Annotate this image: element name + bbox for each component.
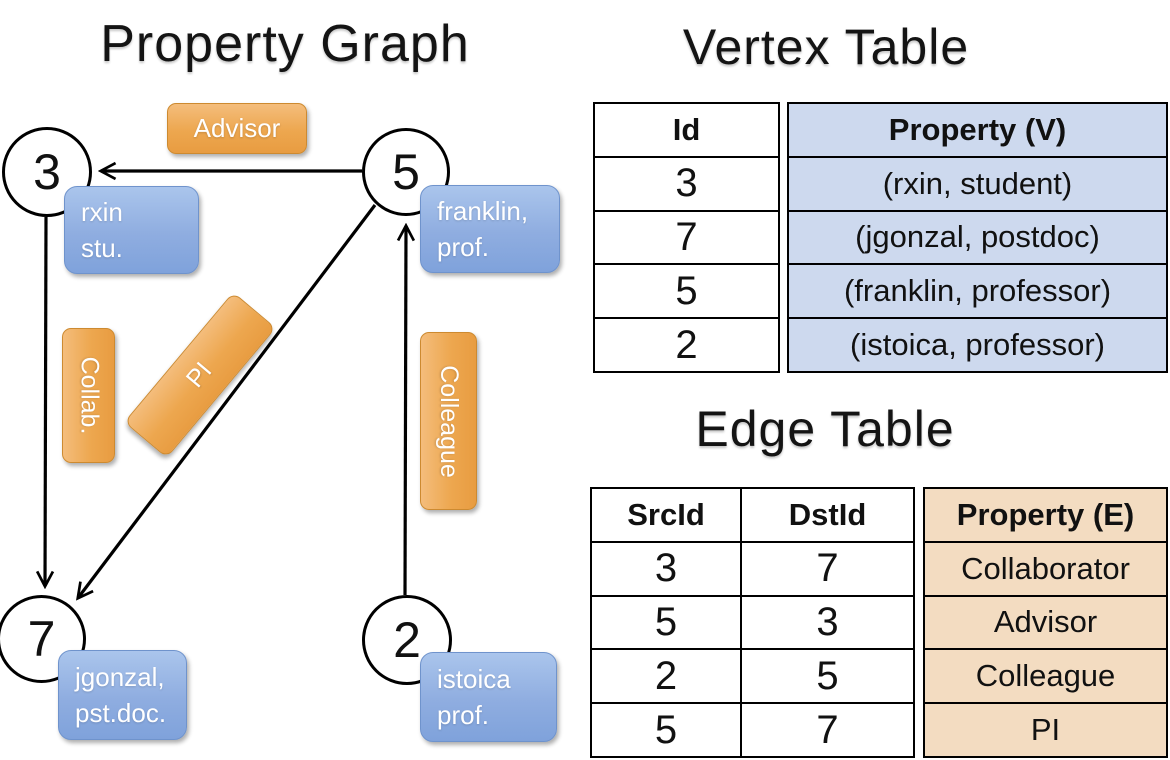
table-row: 3: [595, 155, 778, 210]
edge-label-advisor: Advisor: [167, 103, 307, 154]
table-row: (rxin, student): [789, 155, 1166, 210]
edge-label-pi: PI: [123, 291, 277, 459]
vertex-property-cell: (jgonzal, postdoc): [855, 219, 1100, 255]
table-row: 2 5: [592, 648, 913, 703]
vertex-id-label: 5: [392, 144, 420, 200]
vertex-property-line: pst.doc.: [75, 698, 167, 728]
edge-table-srcid-header: SrcId: [592, 489, 742, 541]
vertex-property-line: rxin: [81, 196, 123, 227]
edge-table-property-header: Property (E): [956, 496, 1135, 532]
table-row: (franklin, professor): [789, 263, 1166, 317]
edge-srcid-cell: 5: [592, 704, 742, 756]
vertex-property-cell: (istoica, professor): [850, 327, 1105, 363]
vertex-id-label: 2: [393, 612, 421, 668]
edge-label-text: Colleague: [435, 364, 463, 478]
table-row: 5 3: [592, 594, 913, 649]
edge-arrow-3-to-7: [45, 216, 46, 586]
edge-dstid-cell: 7: [816, 707, 839, 752]
vertex-property-line: jgonzal,: [75, 661, 165, 692]
table-row: Colleague: [925, 648, 1166, 702]
vertex-property-line: prof.: [437, 700, 490, 730]
vertex-id-label: 7: [27, 611, 56, 667]
vertex-id-cell: 5: [675, 268, 698, 313]
edge-label-text: Collab.: [75, 356, 104, 435]
vertex-id-cell: 2: [675, 322, 698, 367]
edge-table-title: Edge Table: [695, 401, 955, 457]
vertex-id-cell: 7: [675, 214, 698, 259]
table-row: (jgonzal, postdoc): [789, 209, 1166, 264]
table-row: (istoica, professor): [789, 317, 1166, 371]
edge-srcid-cell: 2: [592, 650, 742, 703]
edge-label-collab: Collab.: [62, 328, 115, 463]
table-row: Collaborator: [925, 540, 1166, 595]
edge-label-colleague: Colleague: [420, 332, 477, 510]
edge-table-id-columns: SrcId DstId 3 7 5 3 2 5 5 7: [590, 487, 915, 758]
vertex-table-id-header: Id: [672, 111, 701, 147]
edge-label-text: Advisor: [193, 113, 281, 143]
vertex-property-line: prof.: [437, 232, 490, 262]
vertex-table-property-column: Property (V) (rxin, student) (jgonzal, p…: [787, 102, 1168, 373]
table-row: 3 7: [592, 540, 913, 595]
vertex-property-box-jgonzal: jgonzal, pst.doc.: [58, 650, 187, 740]
table-row: Advisor: [925, 594, 1166, 649]
edge-property-cell: Collaborator: [961, 550, 1130, 586]
vertex-property-box-franklin: franklin, prof.: [420, 185, 560, 273]
table-row: PI: [925, 702, 1166, 756]
vertex-id-label: 3: [33, 144, 61, 200]
edge-srcid-cell: 3: [592, 542, 742, 595]
table-row: SrcId DstId: [592, 489, 913, 541]
vertex-property-line: stu.: [81, 233, 123, 263]
table-row: 2: [595, 317, 778, 371]
vertex-node-3: 3: [2, 127, 92, 217]
vertex-id-cell: 3: [675, 161, 698, 206]
vertex-table-title: Vertex Table: [682, 19, 970, 75]
vertex-property-line: istoica: [437, 663, 511, 694]
vertex-property-cell: (franklin, professor): [843, 273, 1112, 309]
table-row: 7: [595, 209, 778, 264]
edge-property-cell: Colleague: [975, 658, 1116, 694]
vertex-property-line: franklin,: [437, 195, 529, 226]
vertex-table-id-column: Id 3 7 5 2: [593, 102, 780, 373]
edge-table-dstid-header: DstId: [788, 496, 867, 532]
edge-dstid-cell: 3: [816, 599, 839, 644]
vertex-property-box-rxin: rxin stu.: [64, 186, 199, 274]
vertex-table-property-header: Property (V): [888, 111, 1067, 147]
property-graph-title: Property Graph: [100, 15, 470, 73]
vertex-property-cell: (rxin, student): [882, 165, 1073, 201]
edge-property-cell: PI: [1030, 712, 1061, 748]
edge-property-cell: Advisor: [993, 604, 1098, 640]
edge-label-text: PI: [181, 356, 218, 393]
table-row: 5: [595, 263, 778, 317]
edge-arrow-2-to-5: [405, 226, 406, 596]
edge-dstid-cell: 5: [816, 653, 839, 698]
edge-table-property-column: Property (E) Collaborator Advisor Collea…: [923, 487, 1168, 758]
edge-dstid-cell: 7: [816, 546, 839, 591]
table-row: 5 7: [592, 702, 913, 756]
vertex-property-box-istoica: istoica prof.: [420, 652, 557, 742]
edge-srcid-cell: 5: [592, 596, 742, 649]
